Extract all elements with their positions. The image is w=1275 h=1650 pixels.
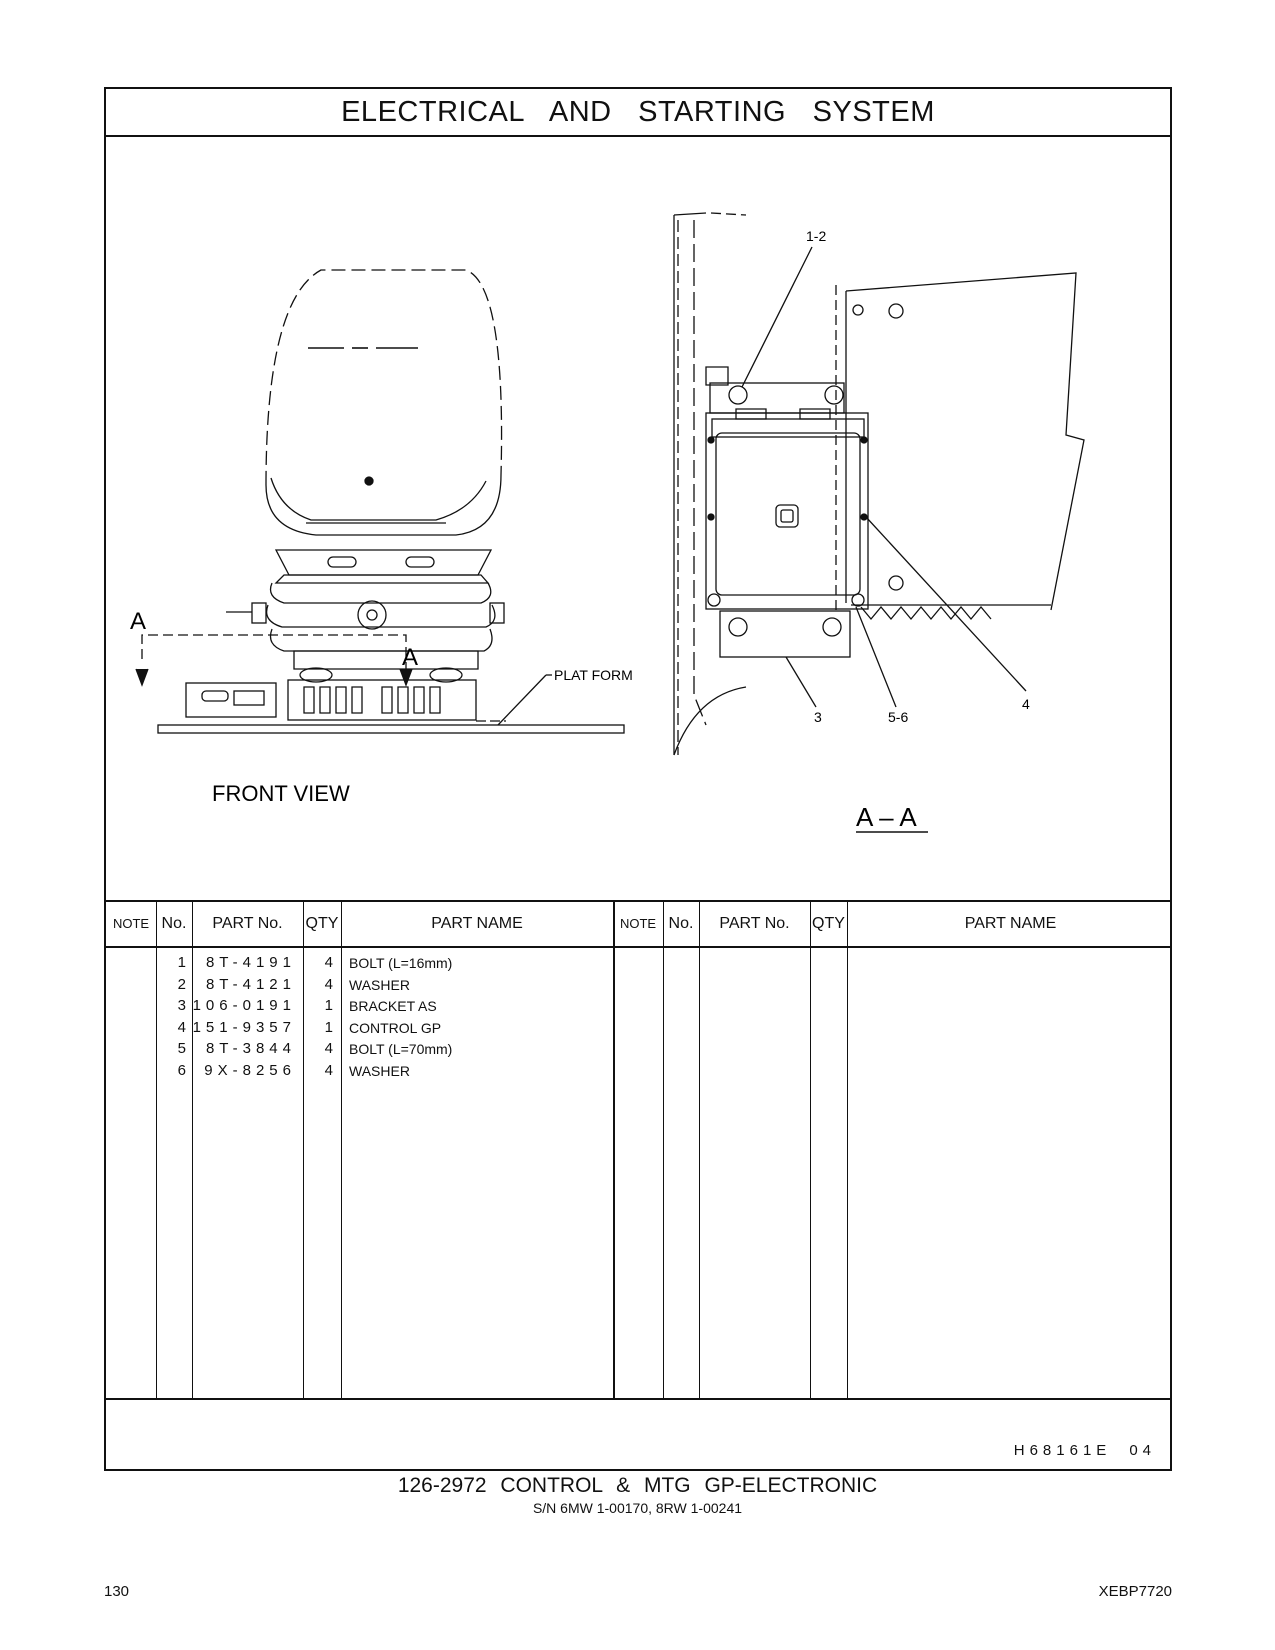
page-title: ELECTRICAL AND STARTING SYSTEM — [106, 89, 1170, 137]
parts-illustration: FRONT VIEW A – A A A PLAT FORM 1-2 3 5-6… — [106, 135, 1170, 902]
section-label: A – A — [856, 802, 917, 832]
row-number: 5 — [177, 1040, 186, 1057]
row-quantity: 4 — [324, 954, 333, 971]
row-part-name: WASHER — [349, 1062, 410, 1079]
callout-5-6: 5-6 — [888, 709, 908, 725]
header-qty-right: QTY — [812, 915, 845, 932]
illustration-revision: 04 — [1129, 1442, 1156, 1459]
row-number: 1 — [177, 954, 186, 971]
front-view-label: FRONT VIEW — [212, 781, 350, 806]
parts-list-table: NOTE No. PART No. QTY PART NAME NOTE No.… — [106, 900, 1170, 1400]
header-note: NOTE — [112, 916, 150, 931]
callout-1-2: 1-2 — [806, 228, 826, 244]
platform-label: PLAT FORM — [554, 667, 633, 683]
header-note-right: NOTE — [619, 916, 657, 931]
table-row: 5 8T-3844 4 BOLT (L=70mm) — [106, 1038, 613, 1060]
table-row: 1 8T-4191 4 BOLT (L=16mm) — [106, 952, 613, 974]
page-number: 130 — [104, 1583, 130, 1600]
illustration-svg: FRONT VIEW A – A A A PLAT FORM 1-2 3 5-6… — [130, 212, 1085, 833]
row-part-name: BRACKET AS — [349, 998, 437, 1014]
section-marker-right: A — [402, 644, 418, 671]
row-part-name: CONTROL GP — [349, 1019, 442, 1036]
row-part-name: BOLT (L=70mm) — [349, 1041, 453, 1057]
row-quantity: 1 — [324, 1018, 333, 1036]
header-part-name: PART NAME — [431, 915, 523, 932]
table-row: 6 9X-8256 4 WASHER — [106, 1060, 613, 1082]
header-qty: QTY — [305, 915, 339, 932]
table-row: 4 151-9357 1 CONTROL GP — [106, 1017, 613, 1039]
section-marker-left: A — [130, 608, 146, 635]
row-part-name: BOLT (L=16mm) — [349, 955, 453, 971]
header-no-right: No. — [668, 915, 694, 932]
document-id: XEBP7720 — [1098, 1583, 1172, 1600]
row-quantity: 4 — [324, 1040, 333, 1057]
callout-4: 4 — [1022, 696, 1030, 712]
row-number: 4 — [177, 1018, 186, 1036]
header-part-name-right: PART NAME — [964, 915, 1057, 932]
row-part-number: 8T-3844 — [205, 1040, 296, 1057]
row-part-number: 9X-8256 — [204, 1061, 296, 1079]
parts-page-frame: ELECTRICAL AND STARTING SYSTEM — [104, 87, 1172, 1471]
row-quantity: 1 — [324, 997, 333, 1014]
row-part-number: 8T-4121 — [205, 975, 296, 993]
table-row: 2 8T-4121 4 WASHER — [106, 974, 613, 996]
row-number: 3 — [177, 997, 186, 1014]
header-part-no-right: PART No. — [719, 915, 790, 932]
assembly-title: 126-2972 CONTROL & MTG GP-ELECTRONIC — [397, 1474, 878, 1497]
row-part-number: 151-9357 — [192, 1018, 296, 1036]
row-number: 6 — [177, 1061, 186, 1079]
callout-3: 3 — [814, 709, 822, 725]
table-header-row — [106, 902, 1170, 948]
serial-numbers: S/N 6MW 1-00170, 8RW 1-00241 — [532, 1500, 743, 1516]
row-quantity: 4 — [324, 1061, 333, 1079]
row-quantity: 4 — [324, 975, 333, 993]
table-row: 3 106-0191 1 BRACKET AS — [106, 995, 613, 1017]
header-no: No. — [161, 915, 187, 932]
row-part-number: 106-0191 — [192, 997, 296, 1014]
row-part-number: 8T-4191 — [205, 954, 296, 971]
row-number: 2 — [177, 975, 186, 993]
row-part-name: WASHER — [349, 976, 410, 993]
header-part-no: PART No. — [212, 915, 283, 932]
